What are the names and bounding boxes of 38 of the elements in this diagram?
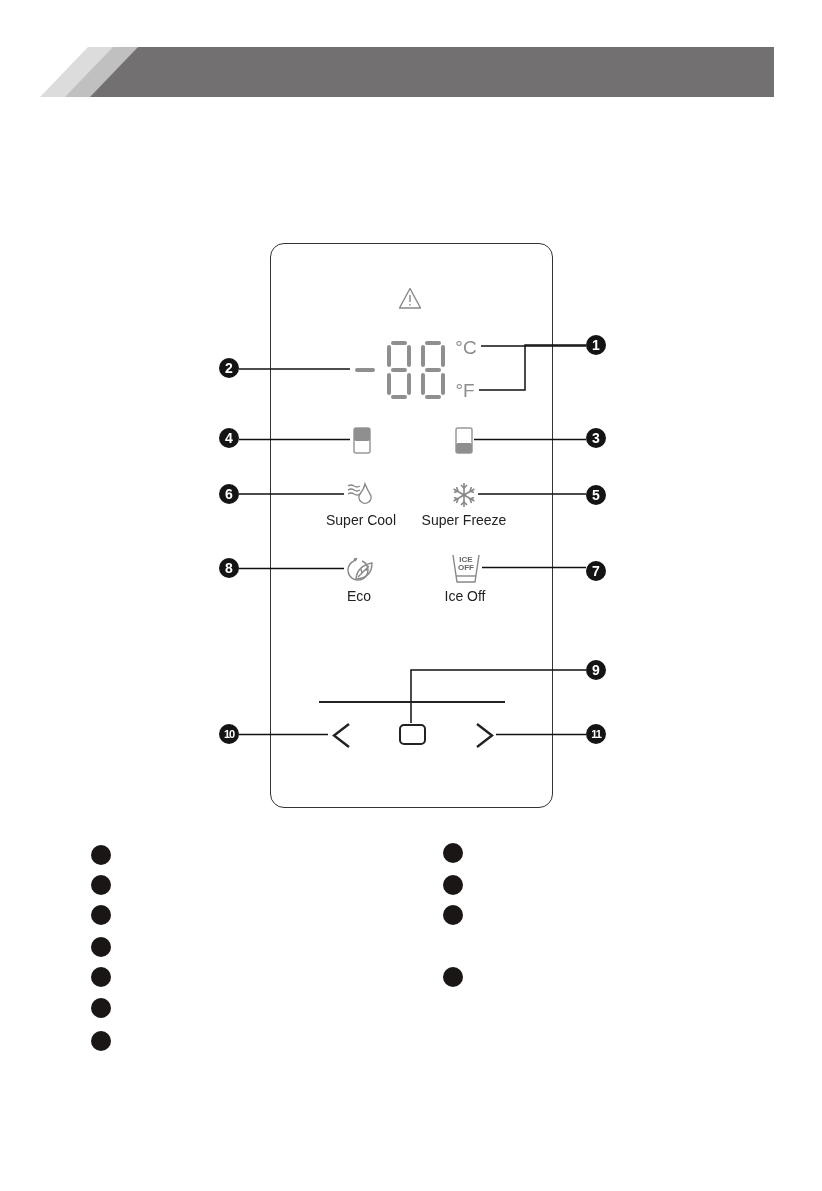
callout-number: 3	[586, 428, 606, 448]
leader-line	[238, 438, 351, 441]
left-chevron-icon	[331, 722, 351, 749]
callout-number: 9	[586, 660, 606, 680]
leader-line	[480, 345, 587, 347]
function-label: Super Cool	[326, 512, 396, 528]
digit-display	[353, 341, 448, 399]
control-panel	[270, 243, 553, 808]
function-label: Eco	[346, 588, 372, 604]
leaf-icon	[347, 556, 375, 583]
callout-number: 4	[219, 428, 239, 448]
leader-line	[238, 567, 345, 570]
fridge-zone-icon	[353, 427, 371, 454]
function-label: Super Freeze	[421, 512, 507, 528]
freezer-zone-icon	[455, 427, 473, 454]
callout-number: 1	[586, 335, 606, 355]
right-chevron-icon	[475, 722, 495, 749]
callout-number: 11	[586, 724, 606, 744]
callout-number: 5	[586, 485, 606, 505]
function-label: Ice Off	[444, 588, 486, 604]
leader-line	[410, 669, 587, 724]
callout-number: 2	[219, 358, 239, 378]
snowflake-icon	[451, 482, 477, 508]
leader-line	[238, 733, 329, 736]
celsius-unit-label: °C	[452, 336, 480, 358]
callout-number: 6	[219, 484, 239, 504]
home-button	[399, 724, 426, 745]
leader-line	[238, 368, 351, 370]
leader-line	[477, 493, 587, 495]
leader-line	[238, 493, 345, 495]
leader-line	[495, 733, 587, 736]
leader-line	[481, 566, 587, 569]
callout-number: 7	[586, 561, 606, 581]
callout-number: 8	[219, 558, 239, 578]
leader-line	[478, 344, 587, 391]
fahrenheit-unit-label: °F	[452, 379, 478, 401]
leader-line	[473, 438, 587, 441]
callout-number: 10	[219, 724, 239, 744]
